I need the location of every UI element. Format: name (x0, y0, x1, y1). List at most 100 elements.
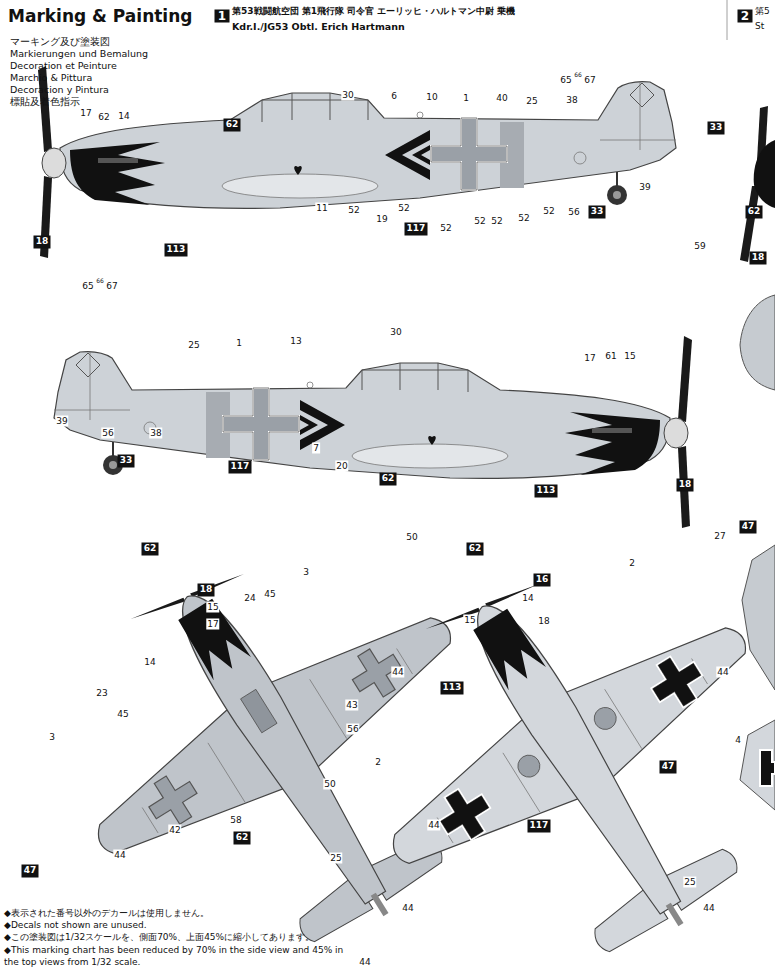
callout-number: 1 (235, 338, 243, 349)
callout-number: 45 (116, 709, 129, 720)
callout-number: 52 (347, 205, 360, 216)
callout-number: 11 (315, 203, 328, 214)
note-text: Markierungen und Bemalung (10, 48, 148, 59)
callout-number: 44 (113, 850, 126, 861)
callout-number: 19 (375, 214, 388, 225)
callout-number: 18 (537, 616, 550, 627)
callout-number: 67 (583, 75, 596, 86)
callout-number: 39 (55, 416, 68, 427)
boxed-callout: 117 (528, 820, 551, 833)
boxed-callout: 62 (142, 543, 159, 556)
side-profile (38, 66, 676, 258)
scheme-number-box: 1 (215, 10, 230, 23)
callout-number: 62 (236, 832, 249, 843)
callout-number: 40 (495, 93, 508, 104)
page-title: Marking & Painting (8, 6, 192, 26)
callout-number: 23 (95, 688, 108, 699)
callout-number: 52 (490, 216, 503, 227)
callout-number: 61 (604, 351, 617, 362)
callout-number: 43 (345, 700, 358, 711)
callout-number: 2 (741, 11, 749, 22)
boxed-callout: 113 (441, 682, 464, 695)
boxed-callout: 47 (22, 865, 39, 878)
callout-number: 67 (105, 281, 118, 292)
boxed-callout: 47 (660, 761, 677, 774)
callout-number: 44 (716, 667, 729, 678)
boxed-callout: 33 (118, 455, 135, 468)
callout-number: 117 (231, 461, 250, 472)
note-text: ◆Decals not shown are unused. (4, 920, 147, 931)
callout-number: 62 (748, 206, 761, 217)
callout-number: 113 (537, 485, 556, 496)
top-plan (8, 479, 559, 979)
callout-number: 38 (565, 95, 578, 106)
callout-number: 18 (200, 584, 213, 595)
callout-number: 20 (335, 461, 348, 472)
callout-number: 66 (573, 69, 583, 80)
callout-number: 27 (713, 531, 726, 542)
callout-number: 52 (397, 203, 410, 214)
note-text: マーキング及び塗装図 (10, 36, 110, 47)
underside-plan (303, 489, 775, 979)
scheme-number-box: 2 (738, 10, 753, 23)
side-profile (54, 336, 692, 528)
callout-number: 44 (358, 957, 371, 968)
note-text: 標貼及着色指示 (10, 96, 80, 107)
callout-number: 58 (229, 815, 242, 826)
callout-number: 65 (81, 281, 94, 292)
callout-number: 17 (583, 353, 596, 364)
callout-number: 62 (144, 543, 157, 554)
callout-number: 47 (662, 761, 675, 772)
callout-number: 15 (623, 351, 636, 362)
callout-number: 44 (702, 903, 715, 914)
callout-number: 44 (401, 903, 414, 914)
callout-number: 117 (530, 820, 549, 831)
callout-number: 18 (36, 236, 49, 247)
callout-number: 17 (79, 108, 92, 119)
callout-number: 13 (289, 336, 302, 347)
note-text: ◆表示された番号以外のデカールは使用しません。 (4, 908, 209, 919)
callout-number: 25 (683, 877, 696, 888)
callout-number: 2 (374, 757, 382, 768)
callout-number: 15 (206, 602, 219, 613)
partial-profile-2 (727, 0, 775, 810)
boxed-callout: 113 (165, 244, 188, 257)
callout-number: 17 (206, 619, 219, 630)
callout-number: 14 (521, 593, 534, 604)
boxed-callout: 117 (405, 223, 428, 236)
callout-number: 15 (463, 615, 476, 626)
callout-number: 10 (425, 92, 438, 103)
boxed-callout: 62 (224, 119, 241, 132)
callout-number: 33 (120, 455, 133, 466)
boxed-callout: 18 (750, 252, 767, 265)
boxed-callout: 62 (380, 473, 397, 486)
callout-number: 62 (382, 473, 395, 484)
note-text: ◆This marking chart has been reduced by … (4, 944, 344, 968)
callout-number: 44 (427, 820, 440, 831)
callout-number: 33 (710, 122, 723, 133)
note-text: 第5 (755, 6, 770, 17)
callout-number: 62 (469, 543, 482, 554)
boxed-callout: 117 (229, 461, 252, 474)
callout-number: 65 (559, 75, 572, 86)
callout-number: 52 (542, 206, 555, 217)
callout-number: 25 (187, 340, 200, 351)
boxed-callout: 62 (234, 832, 251, 845)
boxed-callout: 33 (589, 206, 606, 219)
callout-number: 2 (628, 558, 636, 569)
callout-number: 6 (390, 91, 398, 102)
callout-number: 47 (742, 521, 755, 532)
note-text: ◆この塗装図は1/32スケールを、側面70%、上面45%に縮小してあります。 (4, 932, 314, 943)
callout-number: 30 (341, 90, 354, 101)
callout-number: 56 (101, 428, 114, 439)
boxed-callout: 18 (677, 479, 694, 492)
callout-number: 39 (638, 182, 651, 193)
callout-number: 52 (439, 223, 452, 234)
callout-number: 50 (405, 532, 418, 543)
callout-number: 52 (473, 216, 486, 227)
note-text: Decoration et Peinture (10, 60, 117, 71)
callout-number: 14 (143, 657, 156, 668)
note-text: Kdr.I./JG53 Obtl. Erich Hartmann (232, 21, 405, 32)
